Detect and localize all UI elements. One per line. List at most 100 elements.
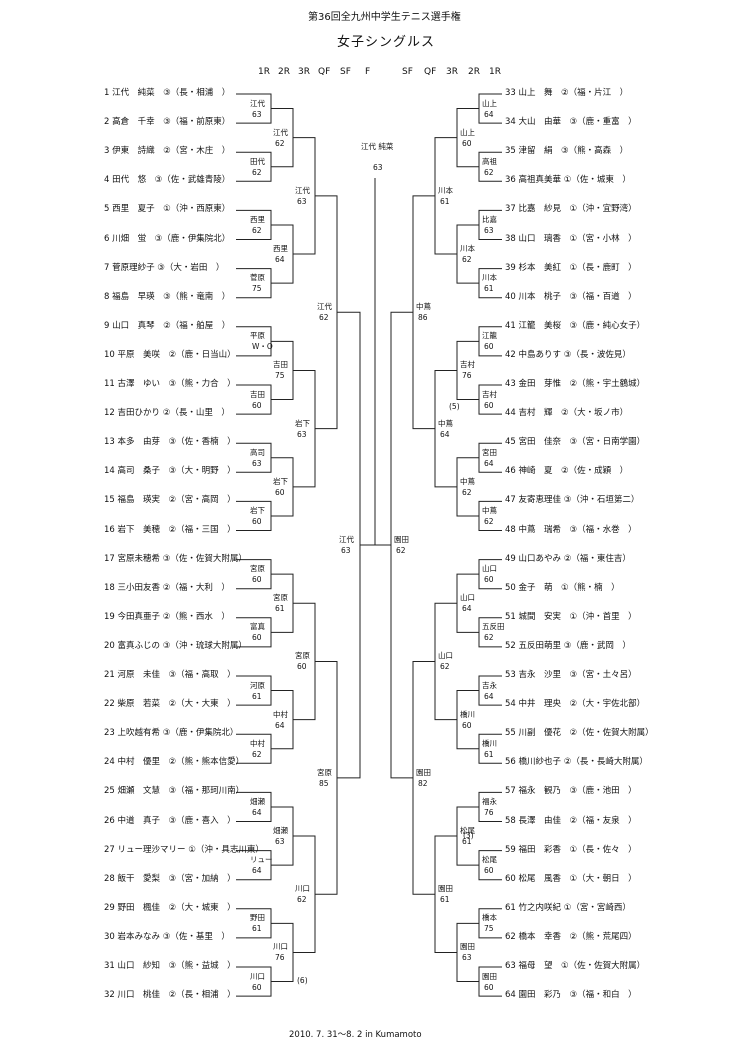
player-entry: 1 江代 純菜 ③（長・相浦 ） <box>104 88 231 98</box>
match-score: 62 <box>297 895 307 905</box>
player-entry: 30 岩本みなみ ③（佐・基里 ） <box>104 931 230 942</box>
player-entry: 31 山口 紗知 ③（熊・益城 ） <box>104 961 236 971</box>
footer-date-place: 2010. 7. 31～8. 2 in Kumamoto <box>289 1030 422 1040</box>
player-entry: 19 今田真亜子 ②（熊・西水 ） <box>104 611 230 622</box>
player-entry: 64 園田 彩乃 ③（福・和白 ） <box>505 990 637 1001</box>
match-winner: 菅原 <box>250 273 265 283</box>
bracket-line <box>271 340 294 401</box>
match-score: 60 <box>252 516 262 526</box>
match-winner: 江代 <box>295 185 310 195</box>
bracket-line <box>337 311 361 779</box>
player-entry: 60 松尾 風香 ①（大・朝日 ） <box>505 873 637 884</box>
match-score: 64 <box>440 429 450 439</box>
match-score: 63 <box>341 546 351 556</box>
player-entry: 43 金田 芽惟 ②（熊・宇土鶴城） <box>505 379 646 389</box>
bracket-line <box>434 369 457 488</box>
player-entry: 14 高司 桑子 ③（大・明野 ） <box>104 466 236 477</box>
bracket-line <box>271 922 294 983</box>
seed-note: (6) <box>297 976 308 985</box>
player-entry: 23 上吹越有希 ③（鹿・伊集院北） <box>104 728 239 739</box>
match-score: 64 <box>252 866 262 876</box>
match-winner: 山口 <box>482 564 497 574</box>
player-entry: 15 福島 瑛実 ②（宮・高岡 ） <box>104 495 236 506</box>
match-winner: 山上 <box>460 127 475 137</box>
player-entry: 22 柴原 若菜 ②（大・大東 ） <box>104 699 236 710</box>
match-score: 62 <box>462 487 472 497</box>
match-winner: 園田 <box>416 767 431 777</box>
champion-name: 江代 純菜 <box>361 142 394 151</box>
match-winner: 中蔦 <box>416 302 431 312</box>
bracket-line <box>434 835 457 953</box>
player-entry: 21 河原 未佳 ③（福・高取 ） <box>104 670 236 680</box>
player-entry: 16 岩下 美穂 ②（福・三国 ） <box>104 524 236 535</box>
match-score: 60 <box>297 662 307 672</box>
match-score: 63 <box>275 837 285 847</box>
player-entry: 39 杉本 美紅 ①（長・鹿町 ） <box>505 262 637 273</box>
player-entry: 11 古澤 ゆい ③（熊・力合 ） <box>104 379 236 389</box>
player-entry: 56 橋川紗也子 ②（長・長崎大附属） <box>505 757 648 768</box>
player-entry: 27 リュー理沙マリー ①（沖・具志川東） <box>104 844 264 855</box>
bracket-line <box>293 602 316 721</box>
match-winner: 宮原 <box>273 593 288 603</box>
match-winner: 畑瀬 <box>250 796 265 806</box>
bracket-line <box>271 108 294 168</box>
match-score: 75 <box>275 371 285 381</box>
player-entry: 18 三小田友香 ②（福・大利 ） <box>104 582 230 593</box>
player-entry: 41 江籠 美桜 ③（鹿・純心女子） <box>505 320 646 331</box>
match-winner: 川本 <box>482 273 497 283</box>
match-score: 61 <box>462 837 472 847</box>
round-header: 1R <box>258 67 270 77</box>
player-entry: 7 菅原理紗子 ③（大・岩田 ） <box>104 262 225 273</box>
match-winner: 山口 <box>460 593 475 603</box>
match-winner: 橋川 <box>482 738 497 748</box>
match-winner: 江代 <box>339 535 354 545</box>
player-entry: 2 高倉 千幸 ③（福・前原東） <box>104 117 231 128</box>
match-winner: 山上 <box>482 98 497 108</box>
player-entry: 34 大山 由華 ③（鹿・重富 ） <box>505 117 637 128</box>
bracket-line <box>456 573 479 633</box>
match-score: 60 <box>484 342 494 352</box>
match-score: 60 <box>484 866 494 876</box>
round-header: 2R <box>468 67 480 77</box>
player-entry: 35 津留 絹 ③（熊・高森 ） <box>505 146 629 157</box>
bracket-line <box>293 137 316 255</box>
match-score: 60 <box>484 982 494 992</box>
player-entry: 13 本多 由芽 ③（佐・香楠 ） <box>104 437 236 448</box>
match-winner: 川口 <box>295 884 310 894</box>
match-winner: 松尾 <box>482 855 497 865</box>
match-winner: 高司 <box>250 447 265 457</box>
match-score: 62 <box>252 167 262 177</box>
match-score: 62 <box>484 167 494 177</box>
player-entry: 47 友寄恵理佳 ③（沖・石垣第二） <box>505 495 640 506</box>
match-score: 64 <box>484 458 494 468</box>
player-entry: 48 中蔦 瑞希 ③（福・水巻 ） <box>505 524 637 535</box>
match-winner: 比嘉 <box>482 214 497 224</box>
player-entry: 8 福島 早瑛 ③（熊・竜南 ） <box>104 291 231 302</box>
player-entry: 28 飯干 愛梨 ③（宮・加納 ） <box>104 873 236 884</box>
match-winner: 川口 <box>273 942 288 952</box>
match-score: 64 <box>252 807 262 817</box>
match-score: 60 <box>275 487 285 497</box>
match-score: 61 <box>275 604 285 614</box>
bracket-line <box>293 369 316 488</box>
round-header: SF <box>340 67 351 77</box>
match-winner: 畑瀬 <box>273 826 288 836</box>
match-winner: 吉田 <box>250 389 265 399</box>
match-winner: 江籠 <box>482 331 497 341</box>
match-winner: 吉田 <box>273 360 288 370</box>
match-score: 60 <box>252 982 262 992</box>
player-entry: 32 川口 桃佳 ②（長・相浦 ） <box>104 990 236 1001</box>
player-entry: 4 田代 悠 ③（佐・武雄青陵） <box>104 175 231 186</box>
match-score: 60 <box>484 400 494 410</box>
match-winner: 宮原 <box>295 651 310 661</box>
match-score: 63 <box>484 225 494 235</box>
player-entry: 17 宮原未穂希 ③（佐・佐賀大附属） <box>104 553 247 564</box>
player-entry: 51 城間 安実 ①（沖・首里 ） <box>505 611 637 622</box>
bracket-line <box>271 806 294 866</box>
match-score: 61 <box>484 749 494 759</box>
match-winner: 田代 <box>250 156 265 166</box>
match-winner: 西里 <box>250 214 265 224</box>
player-entry: 52 五反田萌里 ③（鹿・武岡 ） <box>505 640 631 651</box>
match-score: 64 <box>484 109 494 119</box>
